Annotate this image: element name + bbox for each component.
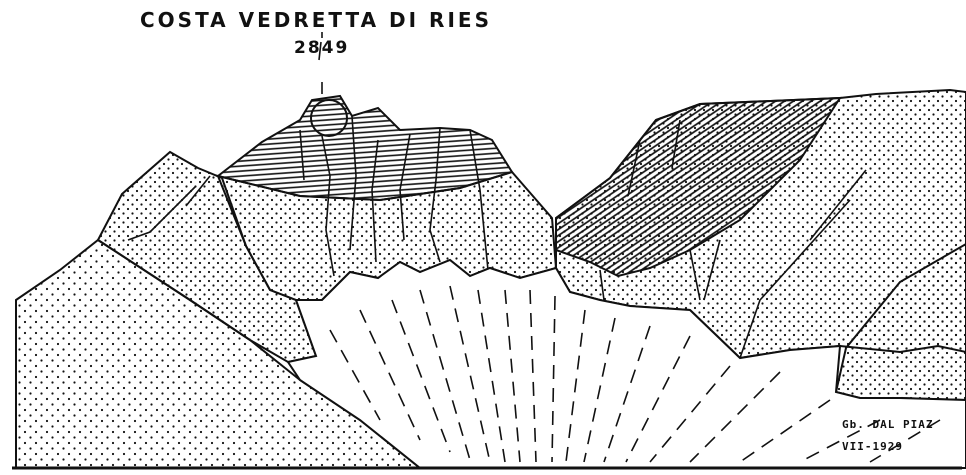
- signature-date: VII-1929: [842, 436, 933, 458]
- summit-elevation-label: 2849: [294, 38, 349, 58]
- signature-author: Gb. DAL PIAZ: [842, 414, 933, 436]
- summit-name-label: COSTA VEDRETTA DI RIES: [140, 8, 492, 32]
- left-summit-hatched-rock: [218, 96, 512, 200]
- author-signature: Gb. DAL PIAZ VII-1929: [842, 414, 933, 458]
